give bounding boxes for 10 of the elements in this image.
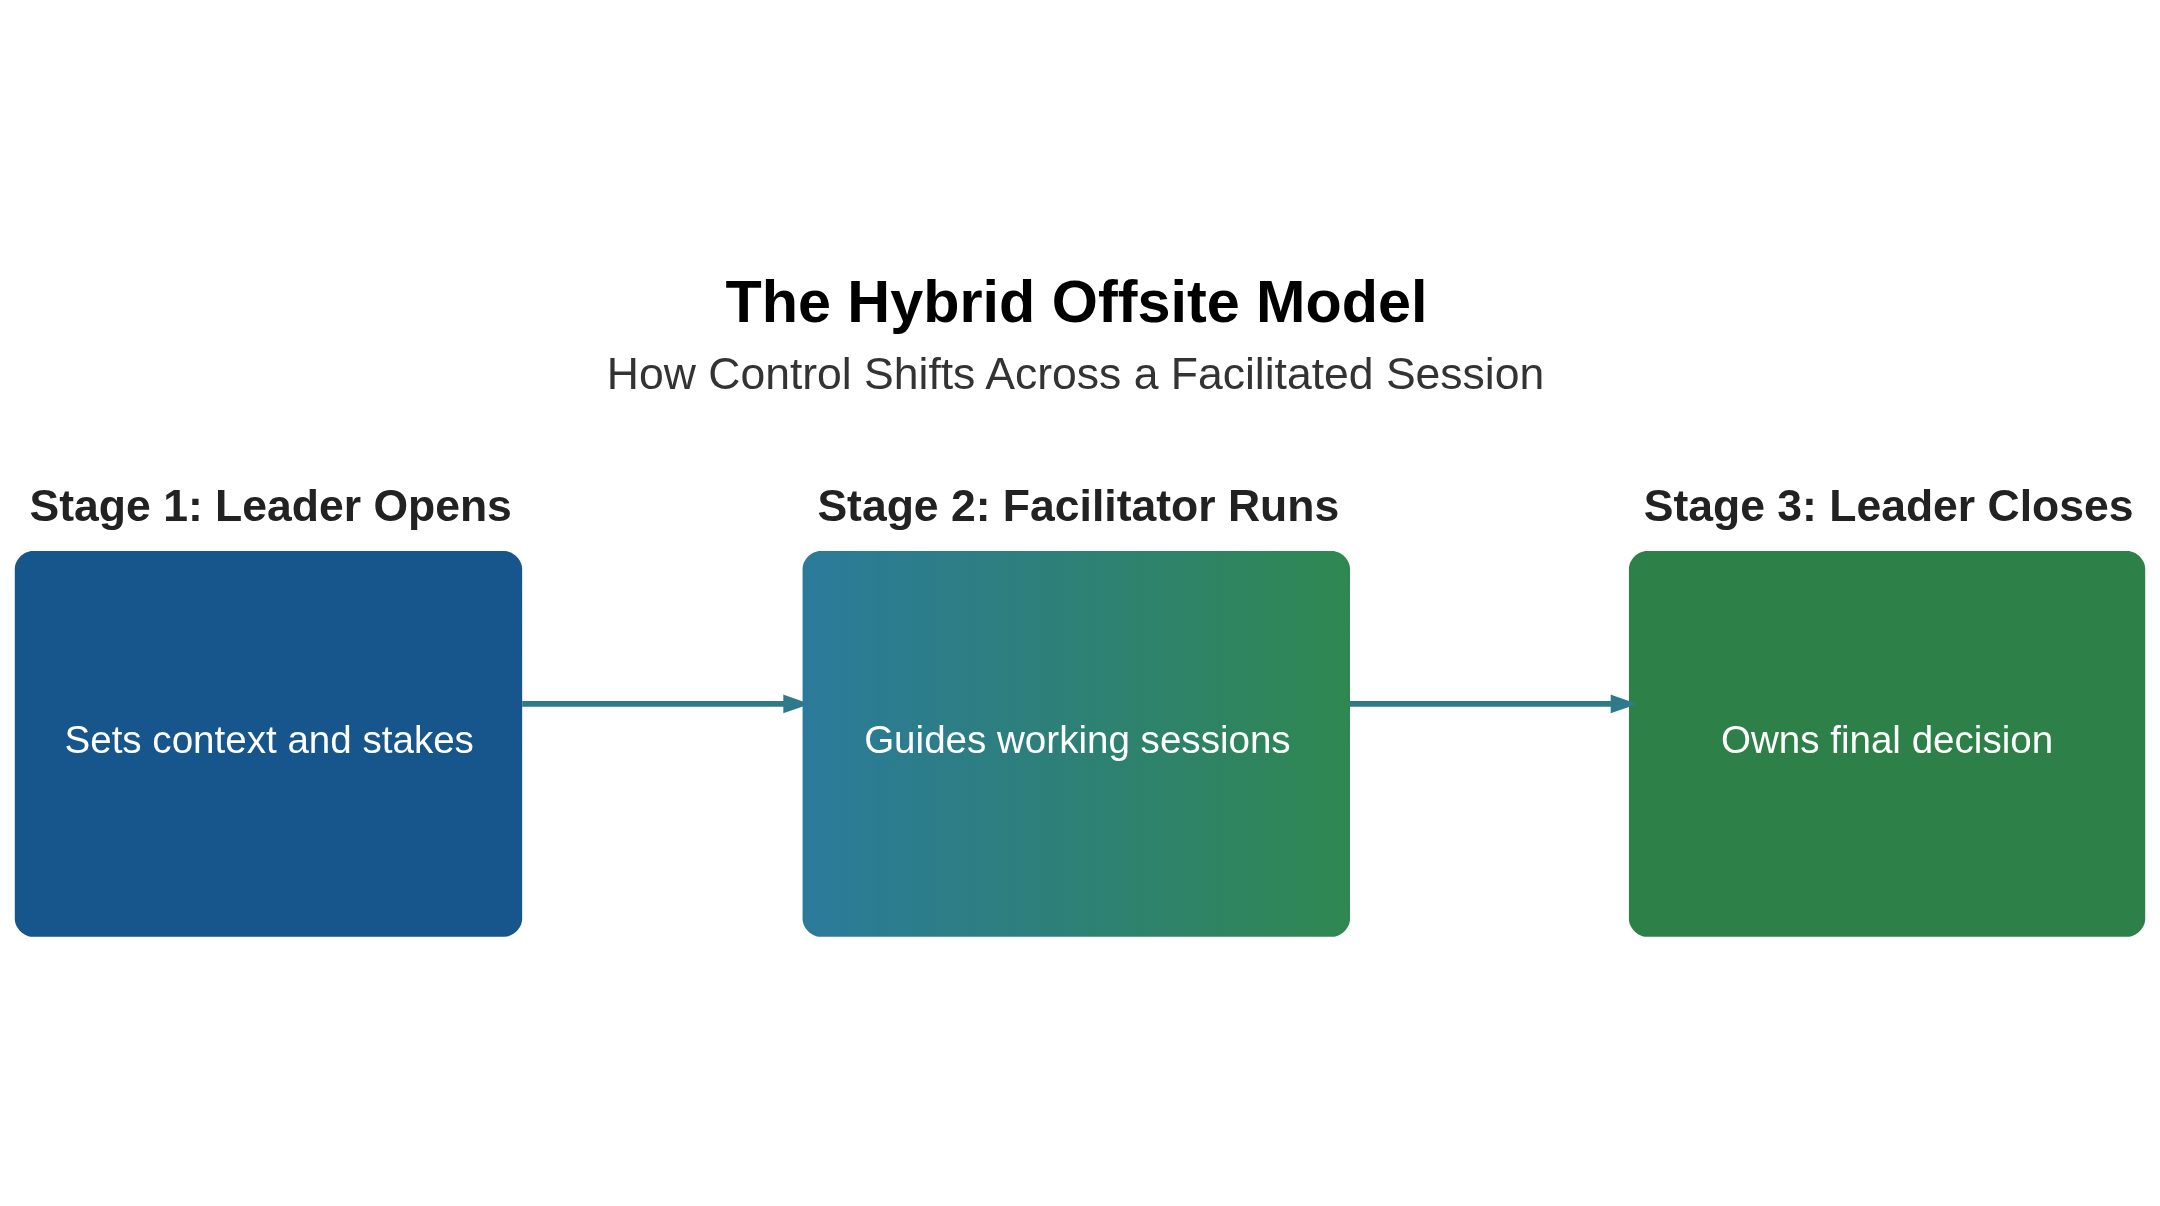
diagram-title: The Hybrid Offsite Model: [725, 267, 1428, 335]
node-label: Stage 3: Leader Closes: [1643, 481, 2134, 531]
node-label: Stage 2: Facilitator Runs: [817, 481, 1340, 531]
node-box: Sets context and stakes: [14, 551, 523, 937]
arrow: [522, 694, 811, 714]
arrow: [1349, 694, 1638, 714]
node-box: Guides working sessions: [802, 551, 1350, 937]
node-box: Owns final decision: [1628, 551, 2146, 937]
label: How Control Shifts Across a Facilitated Session: [606, 348, 1545, 398]
node-label: Stage 1: Leader Opens: [29, 481, 512, 531]
